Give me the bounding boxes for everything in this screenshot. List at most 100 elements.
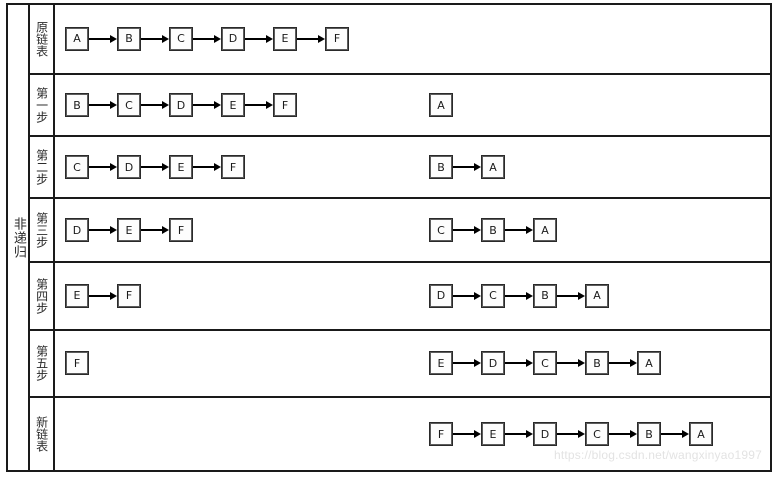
- arrow-right-icon: [89, 225, 117, 235]
- arrow-right-icon: [505, 291, 533, 301]
- arrow-right-icon: [505, 225, 533, 235]
- list-node: B: [430, 156, 452, 179]
- arrow-right-icon: [505, 429, 533, 439]
- arrow-right-icon: [141, 162, 169, 172]
- list-node: D: [222, 27, 244, 50]
- row-label: 第三步: [34, 212, 49, 249]
- list-node: C: [586, 423, 608, 446]
- list-node: F: [170, 219, 192, 242]
- list-node: B: [66, 94, 88, 117]
- row-label-cell: 第二步: [30, 137, 55, 198]
- list-node: D: [66, 219, 88, 242]
- list-node: B: [534, 284, 556, 307]
- list-node: D: [534, 423, 556, 446]
- diagram-outer-label-cell: 非递归: [8, 5, 30, 470]
- arrow-right-icon: [609, 429, 637, 439]
- arrow-right-icon: [453, 162, 481, 172]
- arrow-right-icon: [609, 358, 637, 368]
- arrow-right-icon: [557, 291, 585, 301]
- arrow-right-icon: [557, 429, 585, 439]
- list-node: D: [118, 156, 140, 179]
- list-node: E: [482, 423, 504, 446]
- arrow-right-icon: [141, 225, 169, 235]
- row-label: 新链表: [34, 416, 49, 453]
- diagram-row: 新链表 F E D C B A: [30, 398, 770, 470]
- list-node: D: [482, 352, 504, 375]
- diagram-row: 第五步 F E D C B A: [30, 330, 770, 399]
- arrow-right-icon: [245, 100, 273, 110]
- arrow-right-icon: [89, 291, 117, 301]
- row-label-cell: 原链表: [30, 5, 55, 73]
- list-node: D: [170, 94, 192, 117]
- arrow-right-icon: [297, 34, 325, 44]
- list-node: A: [690, 423, 712, 446]
- arrow-right-icon: [557, 358, 585, 368]
- list-node: A: [534, 219, 556, 242]
- arrow-right-icon: [89, 34, 117, 44]
- diagram-outer-label: 非递归: [10, 216, 26, 259]
- row-label-cell: 第三步: [30, 199, 55, 261]
- list-node: B: [118, 27, 140, 50]
- list-node: F: [66, 352, 88, 375]
- list-node: F: [274, 94, 296, 117]
- list-node: F: [326, 27, 348, 50]
- row-label: 第四步: [34, 277, 49, 314]
- row-label-cell: 第五步: [30, 330, 55, 397]
- list-node: E: [430, 352, 452, 375]
- row-label-cell: 第一步: [30, 74, 55, 136]
- list-node: F: [222, 156, 244, 179]
- arrow-right-icon: [453, 429, 481, 439]
- list-node: A: [638, 352, 660, 375]
- list-node: F: [430, 423, 452, 446]
- diagram-row: 第三步 D E F C B A: [30, 199, 770, 263]
- list-node: B: [638, 423, 660, 446]
- list-node: B: [482, 219, 504, 242]
- list-node: E: [274, 27, 296, 50]
- list-node: D: [430, 284, 452, 307]
- linked-list-chain-left: F: [66, 352, 88, 375]
- linked-list-chain-left: D E F: [66, 219, 192, 242]
- list-node: B: [586, 352, 608, 375]
- arrow-right-icon: [193, 34, 221, 44]
- list-node: C: [430, 219, 452, 242]
- arrow-right-icon: [141, 100, 169, 110]
- row-label: 第五步: [34, 345, 49, 382]
- list-node: E: [118, 219, 140, 242]
- row-label: 第一步: [34, 87, 49, 124]
- list-node: C: [482, 284, 504, 307]
- arrow-right-icon: [141, 34, 169, 44]
- arrow-right-icon: [453, 291, 481, 301]
- row-label: 原链表: [34, 20, 49, 57]
- list-node: C: [170, 27, 192, 50]
- list-node: F: [118, 284, 140, 307]
- row-label-cell: 新链表: [30, 398, 55, 470]
- arrow-right-icon: [505, 358, 533, 368]
- arrow-right-icon: [193, 162, 221, 172]
- list-node: A: [586, 284, 608, 307]
- arrow-right-icon: [193, 100, 221, 110]
- row-label: 第二步: [34, 149, 49, 186]
- list-node: A: [482, 156, 504, 179]
- list-node: C: [66, 156, 88, 179]
- arrow-right-icon: [89, 162, 117, 172]
- list-node: C: [534, 352, 556, 375]
